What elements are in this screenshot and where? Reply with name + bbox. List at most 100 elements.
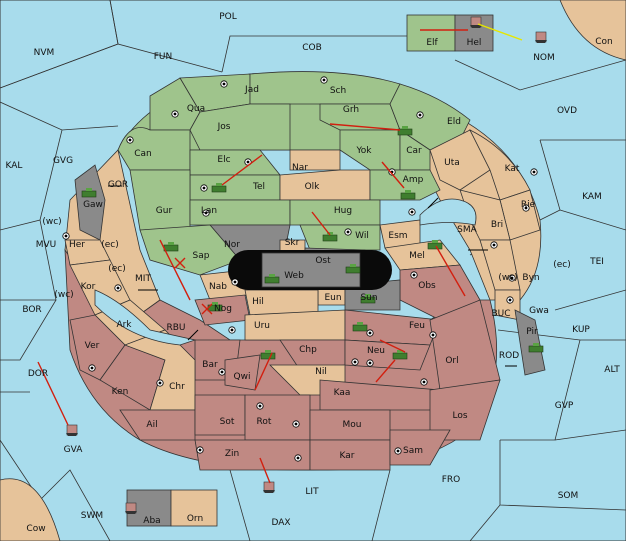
region-olk[interactable] xyxy=(279,169,371,201)
label-qwi: Qwi xyxy=(234,372,251,382)
supply-center-dot xyxy=(510,276,514,280)
army-unit-icon[interactable] xyxy=(397,126,413,136)
label-cob: COB xyxy=(302,43,322,53)
region-los[interactable] xyxy=(429,379,501,441)
region-sam[interactable] xyxy=(389,429,451,466)
tunnel-interior xyxy=(261,252,361,288)
label-eld: Eld xyxy=(447,117,461,127)
supply-center-dot xyxy=(64,234,68,238)
label-grh: Grh xyxy=(343,105,359,115)
region-kar[interactable] xyxy=(309,439,391,471)
units xyxy=(66,16,547,514)
supply-center-dot xyxy=(246,160,250,164)
army-unit-icon[interactable] xyxy=(345,264,361,274)
army-unit-icon[interactable] xyxy=(392,350,408,360)
label-hel: Hel xyxy=(467,38,482,48)
region-wil[interactable] xyxy=(299,224,381,251)
label-bor: BOR xyxy=(22,305,41,315)
label-web: Web xyxy=(284,271,304,281)
supply-center-dot xyxy=(198,448,202,452)
supply-center-dot xyxy=(532,170,536,174)
supply-center-dot xyxy=(296,456,300,460)
supply-center-dot xyxy=(353,360,357,364)
supply-center-dot xyxy=(233,280,237,284)
army-unit-icon[interactable] xyxy=(352,322,368,332)
label-swm: SWM xyxy=(81,511,103,521)
label-yok: Yok xyxy=(355,146,372,156)
region-sot[interactable] xyxy=(194,394,246,436)
army-unit-icon[interactable] xyxy=(211,183,227,193)
region-neu[interactable] xyxy=(344,339,431,371)
region-zin[interactable] xyxy=(194,439,311,471)
supply-center-dot xyxy=(410,210,414,214)
army-unit-icon[interactable] xyxy=(81,188,97,198)
army-unit-icon[interactable] xyxy=(264,274,280,284)
region-gur[interactable] xyxy=(129,169,191,231)
coast-tag: (ec) xyxy=(553,260,571,270)
label-eun: Eun xyxy=(324,293,341,303)
supply-center-dot xyxy=(524,206,528,210)
label-fun: FUN xyxy=(154,52,173,62)
label-ken: Ken xyxy=(112,387,129,397)
label-buc: BUC xyxy=(491,309,510,319)
label-mel: Mel xyxy=(409,251,425,261)
label-elf: Elf xyxy=(426,38,438,48)
region-sap[interactable] xyxy=(139,224,241,276)
label-gva: GVA xyxy=(64,445,84,455)
army-unit-icon[interactable] xyxy=(528,343,544,353)
label-uru: Uru xyxy=(254,321,270,331)
supply-center-dot xyxy=(294,422,298,426)
label-sun: Sun xyxy=(360,293,377,303)
label-dor: DOR xyxy=(28,369,48,379)
fleet-unit-icon[interactable] xyxy=(66,424,78,436)
supply-center-dot xyxy=(116,286,120,290)
region-gaw[interactable] xyxy=(74,164,106,241)
label-zin: Zin xyxy=(225,449,239,459)
supply-center-dot xyxy=(418,113,422,117)
army-unit-icon[interactable] xyxy=(400,190,416,200)
army-unit-icon[interactable] xyxy=(360,294,376,304)
supply-center-dot xyxy=(158,381,162,385)
army-unit-icon[interactable] xyxy=(260,350,276,360)
label-ver: Ver xyxy=(85,341,100,351)
label-kor: Kor xyxy=(81,282,96,292)
supply-center-dot xyxy=(230,328,234,332)
label-cow: Cow xyxy=(26,524,45,534)
label-olk: Olk xyxy=(305,182,321,192)
label-orl: Orl xyxy=(445,356,458,366)
region-amp[interactable] xyxy=(369,169,441,201)
fleet-unit-icon[interactable] xyxy=(535,31,547,43)
coast-tag: (wc) xyxy=(42,217,61,227)
label-som: SOM xyxy=(558,491,579,501)
region-rot[interactable] xyxy=(244,394,311,441)
coast-tag: (ec) xyxy=(108,264,126,274)
fleet-unit-icon[interactable] xyxy=(125,502,137,514)
label-sma: SMA xyxy=(457,225,477,235)
label-sap: Sap xyxy=(193,251,210,261)
region-pir[interactable] xyxy=(514,309,546,376)
army-unit-icon[interactable] xyxy=(427,240,443,250)
label-kat: Kat xyxy=(505,164,520,174)
label-amp: Amp xyxy=(403,175,424,185)
label-feu: Feu xyxy=(409,321,425,331)
region-orn[interactable] xyxy=(170,489,218,527)
supply-center-dot xyxy=(173,112,177,116)
label-pir: Pir xyxy=(526,327,538,337)
label-gvp: GVP xyxy=(555,401,574,411)
label-nog: Nog xyxy=(214,304,232,314)
region-can[interactable] xyxy=(117,127,191,171)
label-nor: Nor xyxy=(224,240,240,250)
label-tei: TEI xyxy=(589,257,604,267)
fleet-unit-icon[interactable] xyxy=(470,16,482,28)
label-kar: Kar xyxy=(340,451,355,461)
region-uta[interactable] xyxy=(429,129,491,191)
fleet-unit-icon[interactable] xyxy=(263,481,275,493)
label-orn: Orn xyxy=(187,514,203,524)
label-mvu: MVU xyxy=(36,240,57,250)
label-gvg: GVG xyxy=(53,156,73,166)
label-can: Can xyxy=(134,149,152,159)
coast-tag: (wc) xyxy=(54,290,73,300)
